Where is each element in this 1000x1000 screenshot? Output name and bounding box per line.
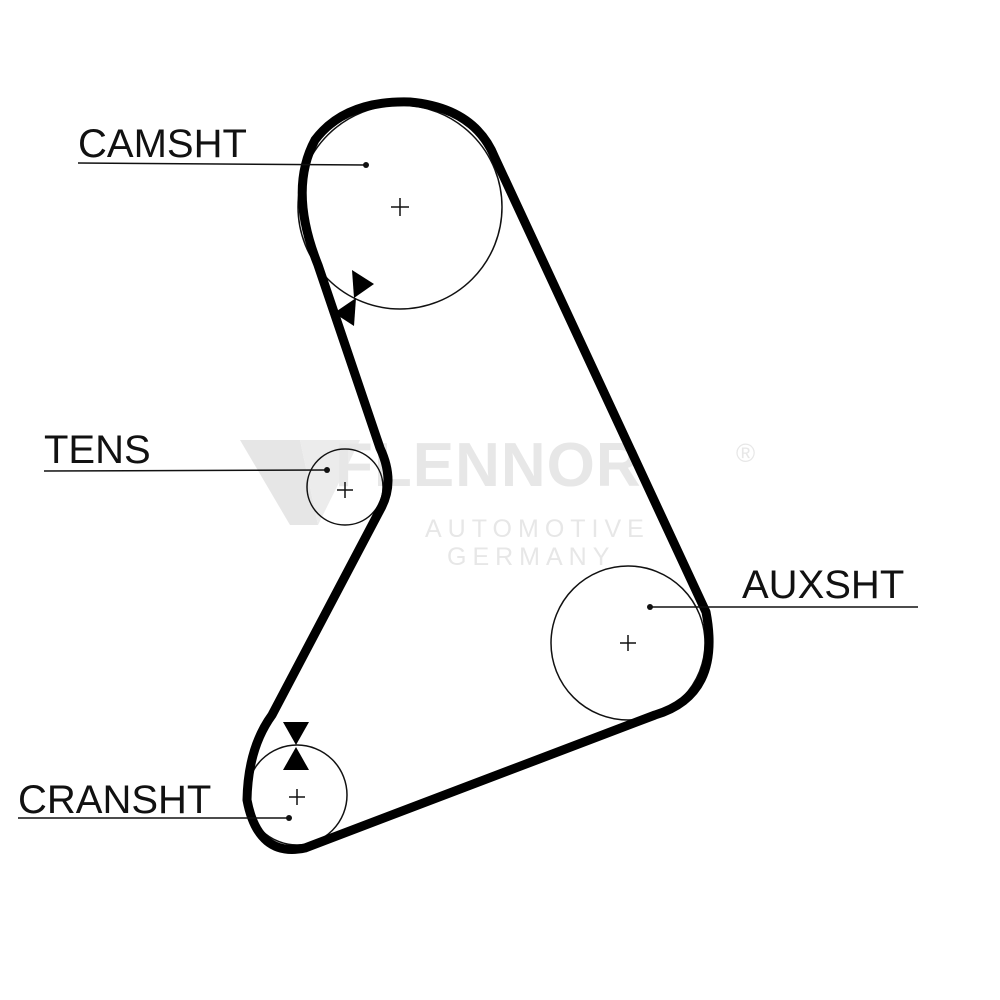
leader-lines [18,162,918,819]
watermark-registered-mark: ® [736,438,756,468]
auxshaft-label: AUXSHT [742,563,905,607]
timing-belt [242,97,714,854]
crankshaft-timing-mark-icon [283,722,309,770]
watermark-line-2: GERMANY [447,543,616,571]
camshaft-label: CAMSHT [78,122,247,166]
center-marks [289,198,636,805]
crankshaft-label: CRANSHT [18,778,212,822]
leader-dots [286,162,653,821]
tensioner-pulley [306,448,384,526]
tensioner-label: TENS [44,428,151,472]
watermark-line-1: AUTOMOTIVE [425,515,650,543]
camshaft-timing-mark-icon [334,270,374,326]
